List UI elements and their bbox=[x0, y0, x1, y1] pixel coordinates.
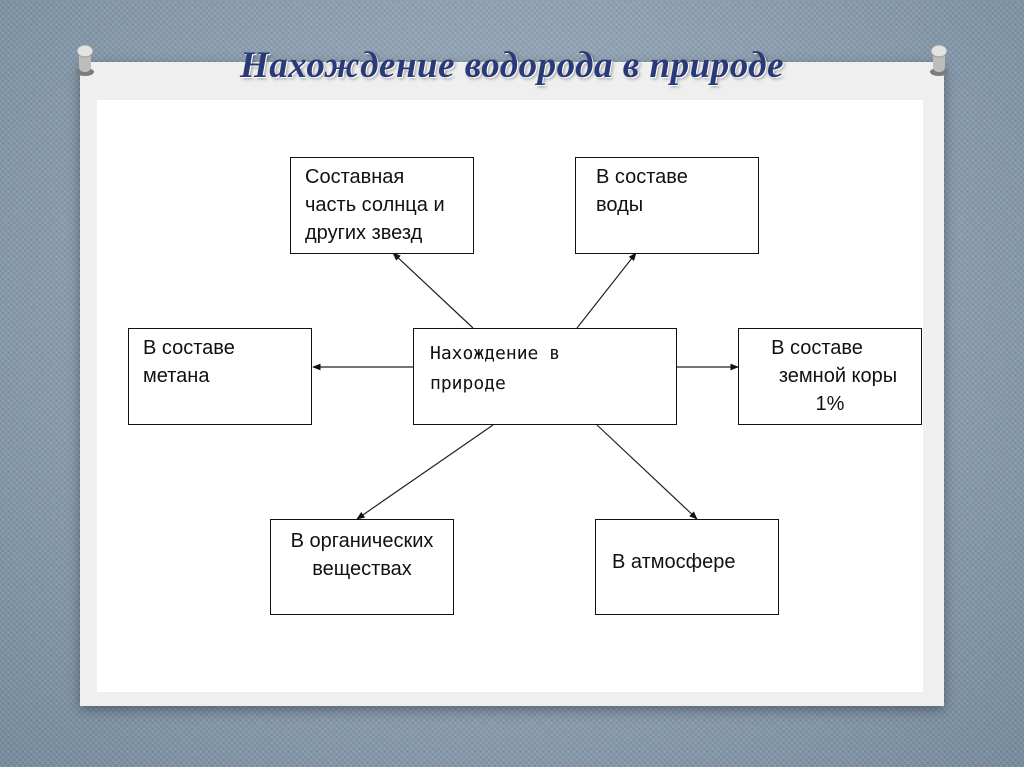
node-line: В составе bbox=[143, 337, 235, 359]
node-sun-stars: Составная часть солнца и других звезд bbox=[290, 157, 474, 254]
pin-icon bbox=[76, 44, 94, 76]
center-node: Нахождение в природе bbox=[413, 328, 677, 425]
node-line: воды bbox=[596, 194, 644, 216]
node-line: веществах bbox=[312, 558, 412, 580]
pin-icon bbox=[930, 44, 948, 76]
node-line: земной коры bbox=[778, 365, 898, 387]
node-atmosphere: В атмосфере bbox=[595, 519, 779, 615]
center-node-line: природе bbox=[430, 373, 506, 394]
node-line: других звезд bbox=[305, 222, 423, 244]
node-line: метана bbox=[143, 365, 210, 387]
node-line: 1% bbox=[815, 393, 845, 415]
arrow-to-organic bbox=[356, 424, 494, 520]
arrow-to-sun-stars bbox=[392, 252, 474, 329]
node-line: В атмосфере bbox=[612, 551, 736, 573]
node-earth-crust: В составе земной коры 1% bbox=[738, 328, 922, 425]
node-line: В составе bbox=[596, 166, 688, 188]
arrow-to-water bbox=[576, 252, 637, 329]
node-organic: В органических веществах bbox=[270, 519, 454, 615]
node-line: В органических bbox=[290, 530, 434, 552]
slide-title: Нахождение водорода в природе bbox=[240, 45, 784, 86]
arrow-to-atmosphere bbox=[596, 424, 698, 520]
node-water: В составе воды bbox=[575, 157, 759, 254]
center-node-line: Нахождение в bbox=[430, 343, 561, 364]
node-methane: В составе метана bbox=[128, 328, 312, 425]
node-line: Составная bbox=[305, 166, 405, 188]
node-line: В составе bbox=[771, 337, 863, 359]
node-line: часть солнца и bbox=[305, 194, 445, 216]
